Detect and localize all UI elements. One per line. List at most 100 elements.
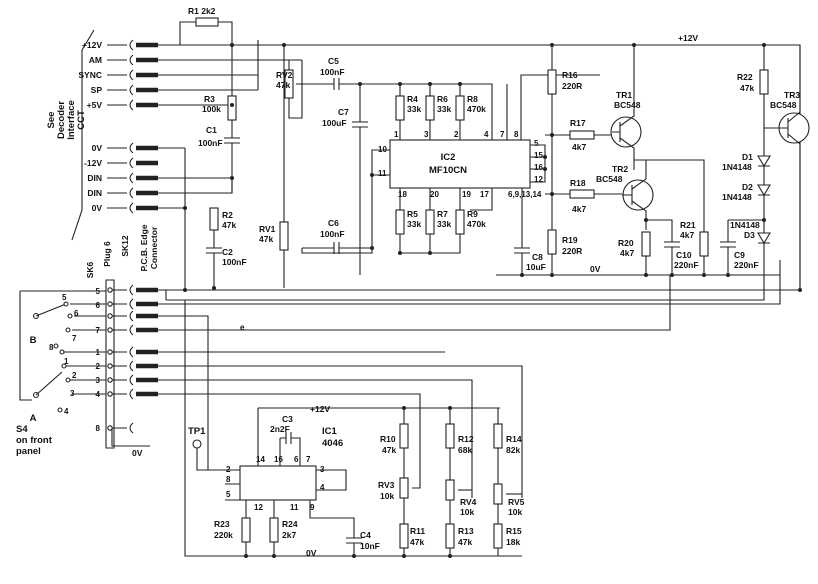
component-label: 220R xyxy=(562,246,582,256)
component-label: 10uF xyxy=(526,262,546,272)
component-label: 5 xyxy=(534,139,539,148)
component-label: 100nF xyxy=(320,67,345,77)
component-label: Plug 6 xyxy=(102,241,112,267)
resistor-r17 xyxy=(569,130,595,140)
component-label: 2k7 xyxy=(282,530,296,540)
component-label: 33k xyxy=(437,104,451,114)
component-label: C2 xyxy=(222,247,233,257)
tp1-label: TP1 xyxy=(188,426,206,437)
component-label: C3 xyxy=(282,414,293,424)
ov-bottom-label: 0V xyxy=(306,548,317,558)
component-label: 5 xyxy=(226,490,231,499)
mark-e: e xyxy=(240,323,245,332)
component-label: 15 xyxy=(534,151,543,160)
resistor-r6 xyxy=(425,95,435,121)
component-label: R17 xyxy=(570,118,586,128)
component-label: 1N4148 xyxy=(722,192,752,202)
component-label: 220R xyxy=(562,81,582,91)
component-label: R21 xyxy=(680,220,696,230)
pot-rv5 xyxy=(493,483,503,505)
component-label: R10 xyxy=(380,434,396,444)
ov-mid-label: 0V xyxy=(590,264,601,274)
component-label: R22 xyxy=(737,72,753,82)
component-label: 2n2F xyxy=(270,424,290,434)
tp1-wire xyxy=(196,448,240,471)
c9-wires xyxy=(720,220,736,275)
resistor-r15 xyxy=(493,523,503,549)
ic2-part: MF10CN xyxy=(429,165,467,176)
ov-bottom-line xyxy=(184,300,522,557)
pot-rv3 xyxy=(399,477,409,499)
component-label: 47k xyxy=(410,537,424,547)
connector-lower xyxy=(105,279,158,449)
component-label: 8 xyxy=(226,475,231,484)
signal-label: -12V xyxy=(84,158,102,168)
component-label: 47k xyxy=(740,83,754,93)
component-label: 33k xyxy=(407,104,421,114)
component-label: 4k7 xyxy=(620,248,634,258)
resistor-r21 xyxy=(699,231,709,257)
diode-d3 xyxy=(757,232,771,245)
component-label: 100nF xyxy=(222,257,247,267)
component-label: 47k xyxy=(458,537,472,547)
diode-d2 xyxy=(757,184,771,197)
test-point-tp1 xyxy=(192,439,202,449)
component-label: 470k xyxy=(467,104,486,114)
pot-rv1 xyxy=(279,221,289,251)
component-label: BC548 xyxy=(596,174,623,184)
component-label: R15 xyxy=(506,526,522,536)
component-label: 19 xyxy=(462,190,471,199)
component-label: BC548 xyxy=(614,100,641,110)
component-label: 47k xyxy=(276,80,290,90)
resistor-r23 xyxy=(241,517,251,543)
component-label: TR2 xyxy=(612,164,628,174)
r5-r9-wires xyxy=(399,188,493,211)
component-label: RV4 xyxy=(460,497,477,507)
component-label: 220k xyxy=(214,530,233,540)
component-label: R3 xyxy=(204,94,215,104)
component-label: R13 xyxy=(458,526,474,536)
component-label: R18 xyxy=(570,178,586,188)
component-label: 16 xyxy=(274,455,283,464)
component-label: C5 xyxy=(328,56,339,66)
component-label: 82k xyxy=(506,445,520,455)
component-label: 6 xyxy=(294,455,299,464)
resistor-r24 xyxy=(269,517,279,543)
component-label: CCT xyxy=(76,110,87,130)
signal-label: DIN xyxy=(87,173,102,183)
resistor-r1 xyxy=(195,17,219,27)
component-label: R7 xyxy=(437,209,448,219)
component-label: 12 xyxy=(534,175,543,184)
component-label: C1 xyxy=(206,125,217,135)
component-label: 6,9,13,14 xyxy=(508,190,542,199)
component-label: 8 xyxy=(514,130,519,139)
component-label: Interface xyxy=(66,100,77,140)
component-label: R20 xyxy=(618,238,634,248)
r1-wires xyxy=(179,21,233,96)
s4-label: S4 xyxy=(16,424,28,435)
component-label: 10k xyxy=(460,507,474,517)
component-label: R19 xyxy=(562,235,578,245)
resistor-r7 xyxy=(425,209,435,235)
c3-cap xyxy=(280,432,301,466)
pcb-edge-label: P.C.B. Edge Connector xyxy=(139,224,159,271)
ic2-left-wires xyxy=(301,149,390,254)
component-label: 4k7 xyxy=(680,230,694,240)
component-label: 2 xyxy=(226,465,231,474)
resistor-r5 xyxy=(395,209,405,235)
switch-pos: 1 xyxy=(64,357,69,366)
c5-wires xyxy=(320,78,493,140)
component-label: R23 xyxy=(214,519,230,529)
component-label: Connector xyxy=(149,226,159,269)
ic1-side-wires xyxy=(225,469,347,501)
resistor-r8 xyxy=(455,95,465,121)
ov-wires xyxy=(158,147,185,209)
component-label: TR1 xyxy=(616,90,632,100)
plug6-label: Plug 6 xyxy=(102,241,112,267)
component-label: 47k xyxy=(259,234,273,244)
component-label: 20 xyxy=(430,190,439,199)
resistor-r12 xyxy=(445,423,455,449)
component-label: 4k7 xyxy=(572,142,586,152)
r4-r8-wires xyxy=(399,84,470,141)
